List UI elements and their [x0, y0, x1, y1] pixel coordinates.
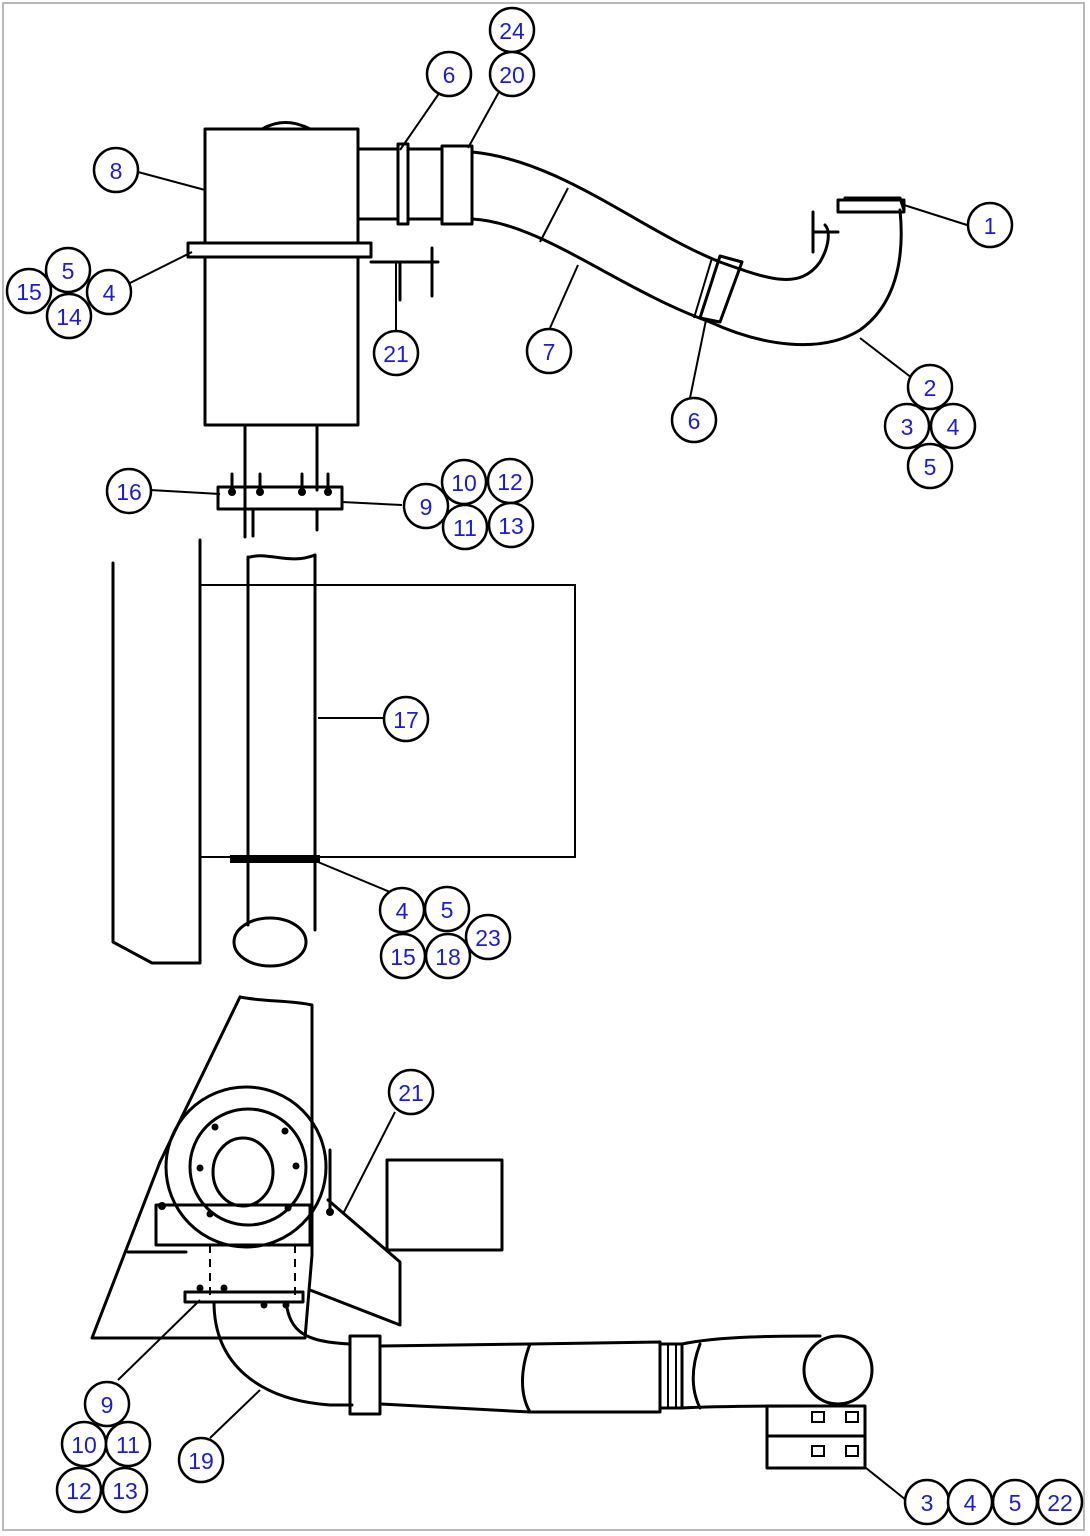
svg-text:6: 6 [688, 408, 701, 434]
callout-11: 11 [441, 503, 489, 551]
svg-text:4: 4 [964, 1490, 977, 1516]
vertical-intake-pipe [230, 553, 320, 968]
callout-10: 10 [60, 1420, 108, 1468]
svg-text:13: 13 [112, 1478, 138, 1504]
svg-text:23: 23 [475, 925, 501, 951]
air-cleaner-outlet-duct [216, 423, 344, 539]
svg-text:17: 17 [393, 707, 419, 733]
svg-text:5: 5 [1009, 1490, 1022, 1516]
svg-text:22: 22 [1047, 1490, 1073, 1516]
callout-10: 10 [440, 458, 488, 506]
callout-9: 9 [83, 1380, 131, 1428]
callout-17: 17 [382, 695, 430, 743]
svg-text:16: 16 [116, 479, 142, 505]
callout-4: 4 [929, 402, 977, 450]
svg-text:21: 21 [383, 341, 409, 367]
engine-outline [111, 538, 576, 965]
svg-text:5: 5 [62, 258, 75, 284]
callout-24: 24 [488, 6, 536, 54]
svg-text:4: 4 [947, 414, 960, 440]
svg-text:10: 10 [71, 1432, 97, 1458]
svg-text:14: 14 [56, 304, 82, 330]
callout-12: 12 [486, 457, 534, 505]
callout-3: 3 [903, 1478, 951, 1526]
callout-23: 23 [464, 913, 512, 961]
svg-text:7: 7 [543, 339, 556, 365]
svg-text:24: 24 [499, 18, 525, 44]
svg-text:12: 12 [497, 469, 523, 495]
callout-22: 22 [1036, 1478, 1084, 1526]
callout-5: 5 [44, 246, 92, 294]
callout-4: 4 [946, 1478, 994, 1526]
svg-text:9: 9 [101, 1392, 114, 1418]
svg-text:2: 2 [924, 375, 937, 401]
callout-4: 4 [378, 886, 426, 934]
svg-text:10: 10 [451, 470, 477, 496]
callout-1: 1 [966, 201, 1014, 249]
svg-text:18: 18 [435, 944, 461, 970]
svg-text:13: 13 [498, 513, 524, 539]
lower-intake-elbow [183, 1284, 874, 1416]
callout-21: 21 [372, 329, 420, 377]
pipe-support-clamp [765, 1404, 867, 1470]
callout-5: 5 [423, 885, 471, 933]
svg-text:6: 6 [443, 62, 456, 88]
svg-text:11: 11 [116, 1432, 140, 1458]
callout-9: 9 [402, 482, 450, 530]
callout-18: 18 [424, 932, 472, 980]
callout-15: 15 [379, 932, 427, 980]
callout-6: 6 [670, 396, 718, 444]
svg-text:5: 5 [441, 897, 454, 923]
air-cleaner [186, 121, 440, 427]
turbocharger-bracket [90, 995, 504, 1340]
callout-15: 15 [5, 267, 53, 315]
svg-text:19: 19 [188, 1448, 214, 1474]
callout-20: 20 [488, 50, 536, 98]
leader-lines [117, 89, 968, 1501]
svg-text:12: 12 [66, 1478, 92, 1504]
callout-16: 16 [105, 467, 153, 515]
callout-5: 5 [906, 442, 954, 490]
svg-text:4: 4 [103, 280, 116, 306]
callout-7: 7 [525, 327, 573, 375]
svg-text:1: 1 [984, 213, 997, 239]
svg-text:9: 9 [420, 494, 433, 520]
callout-5: 5 [991, 1478, 1039, 1526]
svg-text:15: 15 [390, 944, 416, 970]
callout-13: 13 [101, 1466, 149, 1514]
callout-13: 13 [487, 501, 535, 549]
svg-text:3: 3 [901, 414, 914, 440]
callout-3: 3 [883, 402, 931, 450]
svg-text:11: 11 [453, 515, 477, 541]
svg-text:4: 4 [396, 898, 409, 924]
callout-12: 12 [55, 1466, 103, 1514]
callout-balloons: 1 2 3 4 5 6 6 7 8 24 20 5 4 15 14 21 16 … [5, 6, 1084, 1526]
svg-text:3: 3 [921, 1490, 934, 1516]
svg-text:15: 15 [16, 279, 42, 305]
svg-text:21: 21 [398, 1080, 424, 1106]
callout-6: 6 [425, 50, 473, 98]
callout-4: 4 [85, 268, 133, 316]
callout-2: 2 [906, 363, 954, 411]
callout-21: 21 [387, 1068, 435, 1116]
svg-text:5: 5 [924, 454, 937, 480]
intake-tube-upper [356, 142, 906, 347]
callout-11: 11 [104, 1420, 152, 1468]
svg-text:8: 8 [110, 158, 123, 184]
svg-text:20: 20 [499, 62, 525, 88]
callout-19: 19 [177, 1436, 225, 1484]
callout-8: 8 [92, 146, 140, 194]
callout-14: 14 [45, 292, 93, 340]
